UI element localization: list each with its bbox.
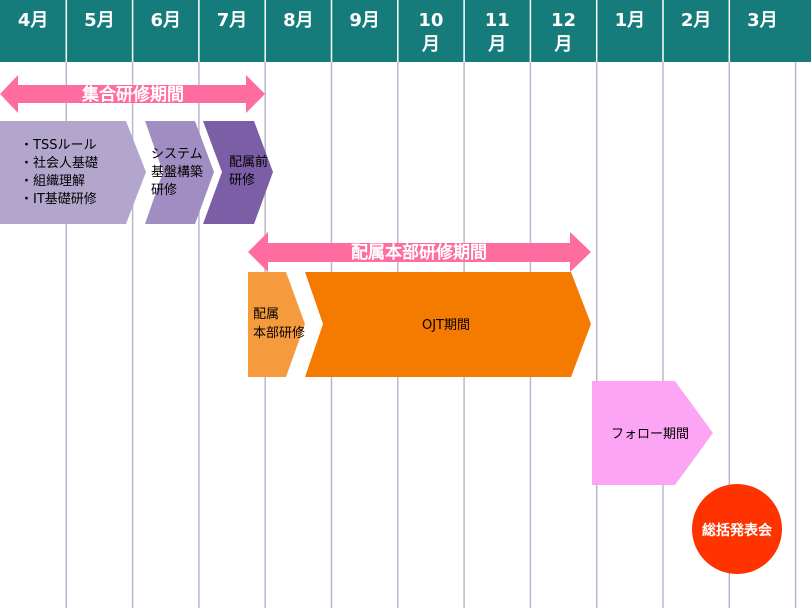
phase-intro-line-4: ・IT基礎研修	[20, 192, 97, 207]
phase-system-line-1: システム	[151, 147, 203, 162]
month-header-band	[0, 0, 811, 62]
phase-pre-assignment-training: 配属前 研修	[203, 121, 273, 224]
phase-ojt: OJT期間	[305, 272, 591, 377]
month-label: 9月	[349, 10, 380, 31]
month-label: 3月	[747, 10, 778, 31]
phase-pre-assign-line-2: 研修	[229, 173, 255, 188]
group-training-period-label: 集合研修期間	[81, 84, 184, 105]
group-training-period-arrow: 集合研修期間	[0, 75, 265, 113]
month-label: 1月	[615, 10, 646, 31]
month-label: 2月	[681, 10, 712, 31]
dept-training-period-arrow: 配属本部研修期間	[248, 232, 591, 272]
phase-ojt-label: OJT期間	[422, 318, 470, 333]
phase-intro-line-3: ・組織理解	[20, 174, 85, 189]
dept-training-period-label: 配属本部研修期間	[351, 242, 487, 263]
phase-intro-line-1: ・TSSルール	[20, 138, 96, 153]
phase-system-line-3: 研修	[151, 183, 177, 198]
phase-intro-training: ・TSSルール ・社会人基礎 ・組織理解 ・IT基礎研修	[0, 121, 146, 224]
month-label: 6月	[150, 10, 181, 31]
month-label: 5月	[84, 10, 115, 31]
month-label: 7月	[217, 10, 248, 31]
month-label: 8月	[283, 10, 314, 31]
month-label: 4月	[18, 10, 49, 31]
phase-dept-training: 配属 本部研修	[248, 272, 305, 377]
final-presentation-circle: 総括発表会	[692, 484, 782, 574]
phase-dept-line-1: 配属	[253, 307, 279, 322]
phase-system-training: システム 基盤構築 研修	[145, 121, 214, 224]
phase-dept-line-2: 本部研修	[253, 326, 305, 341]
phase-follow-label: フォロー期間	[611, 427, 689, 442]
phase-follow-up: フォロー期間	[592, 381, 713, 485]
final-presentation-label: 総括発表会	[702, 522, 773, 539]
phase-intro-line-2: ・社会人基礎	[20, 155, 98, 171]
phase-pre-assign-line-1: 配属前	[229, 154, 268, 170]
phase-system-line-2: 基盤構築	[151, 165, 203, 180]
